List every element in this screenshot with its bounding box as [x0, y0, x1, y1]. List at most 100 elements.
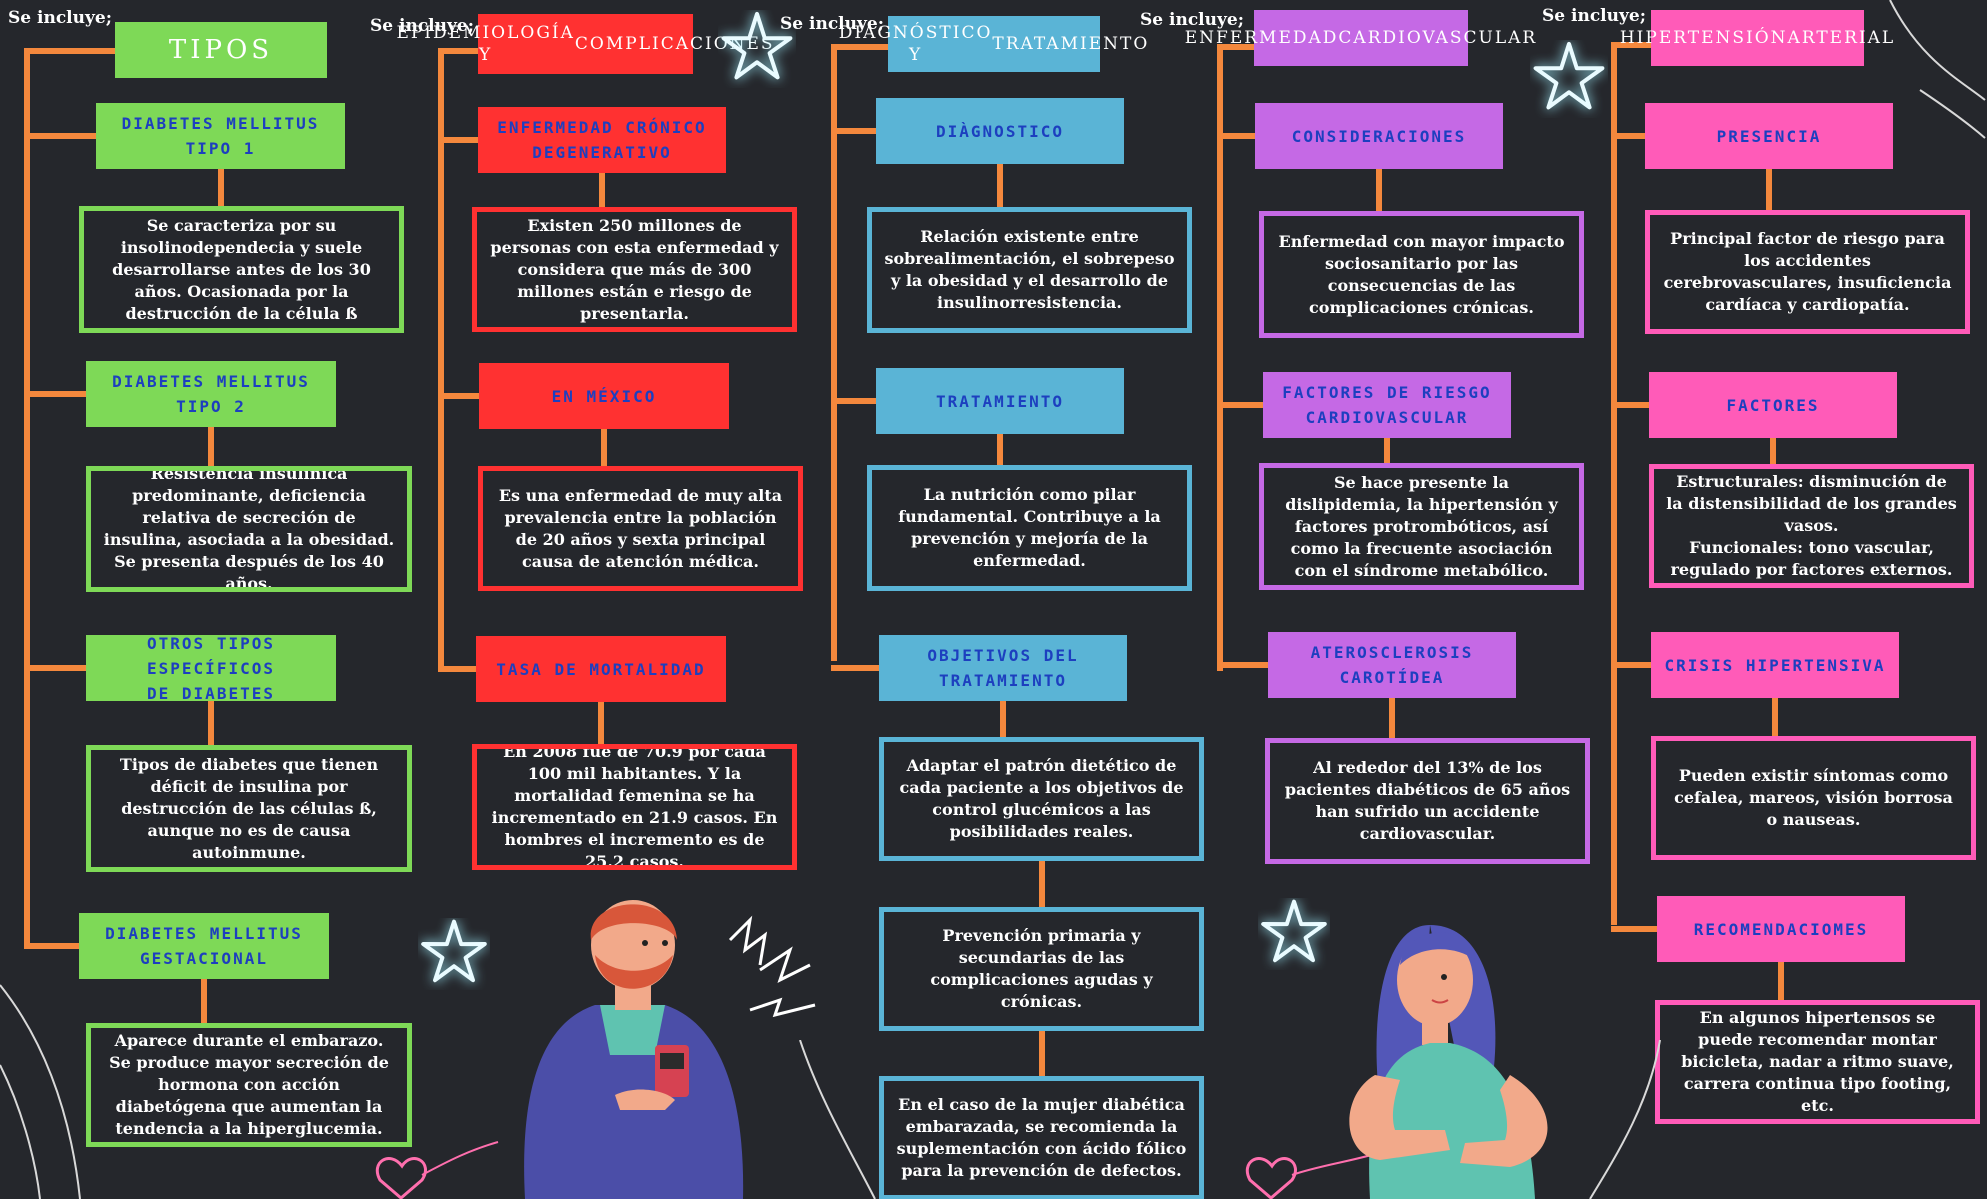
lightning-icon: [720, 910, 830, 1020]
connector-line: [1217, 44, 1254, 50]
swirl-line: [0, 975, 90, 1199]
header-line: EPIDEMIOLOGÍA Y: [396, 23, 575, 65]
include-label: Se incluye;: [780, 14, 884, 34]
subtopic-label: DIABETES MELLITUS TIPO 2: [86, 361, 336, 427]
connector-line: [601, 429, 607, 466]
subtopic-label: ENFERMEDAD CRÓNICO DEGENERATIVO: [478, 107, 726, 173]
description-box: Al rededor del 13% de los pacientes diab…: [1265, 738, 1590, 864]
subtopic-label: OBJETIVOS DEL TRATAMIENTO: [879, 635, 1127, 701]
description-box: Existen 250 millones de personas con est…: [472, 207, 797, 332]
connector-line: [997, 164, 1003, 207]
header-line: HIPERTENSIÓN: [1619, 28, 1788, 48]
header-line: ARTERIAL: [1787, 28, 1896, 48]
swirl-line: [1880, 0, 1987, 140]
description-box: Prevención primaria y secundarias de las…: [879, 907, 1204, 1031]
description-box: Tipos de diabetes que tienen déficit de …: [86, 745, 412, 872]
description-box: Resistencia insulínica predominante, def…: [86, 466, 412, 592]
subtopic-label: FACTORES DE RIESGO CARDIOVASCULAR: [1263, 372, 1511, 438]
connector-line: [1038, 1031, 1045, 1076]
description-box: En 2008 fue de 70.9 por cada 100 mil hab…: [472, 744, 797, 870]
header-line: TRATAMIENTO: [992, 34, 1150, 54]
star-icon: [418, 918, 490, 990]
connector-line: [1611, 133, 1645, 139]
connector-line: [1778, 962, 1784, 1000]
connector-line: [217, 169, 224, 206]
subtopic-label: DIABETES MELLITUS GESTACIONAL: [79, 913, 329, 979]
connector-line: [831, 398, 876, 404]
connector-line: [24, 133, 96, 139]
description-box: Pueden existir síntomas como cefalea, ma…: [1651, 736, 1976, 860]
connector-line: [1217, 662, 1268, 668]
include-label: Se incluye;: [1542, 6, 1646, 26]
subtopic-label: DIÀGNOSTICO: [876, 98, 1124, 164]
connector-line: [438, 137, 478, 143]
connector-line: [1217, 44, 1223, 671]
woman-illustration: [1320, 905, 1580, 1199]
connector-line: [24, 665, 86, 671]
description-box: Enfermedad con mayor impacto sociosanita…: [1259, 211, 1584, 338]
connector-line: [208, 427, 214, 466]
connector-line: [24, 48, 30, 945]
subtopic-label: ATEROSCLEROSIS CAROTÍDEA: [1268, 632, 1516, 698]
subtopic-label: TRATAMIENTO: [876, 368, 1124, 434]
column-header: TIPOS: [115, 22, 327, 78]
star-icon: [1530, 40, 1608, 118]
description-box: Aparece durante el embarazo. Se produce …: [86, 1023, 412, 1147]
header-line: CARDIOVASCULAR: [1338, 28, 1538, 48]
connector-line: [438, 48, 478, 54]
description-box: En el caso de la mujer diabética embaraz…: [879, 1076, 1204, 1199]
connector-line: [208, 701, 214, 745]
connector-line: [831, 665, 879, 671]
description-box: Adaptar el patrón dietético de cada paci…: [879, 737, 1204, 861]
connector-line: [1217, 133, 1255, 139]
connector-line: [831, 128, 876, 134]
subtopic-label: PRESENCIA: [1645, 103, 1893, 169]
subtopic-label: RECOMENDACIOMES: [1657, 896, 1905, 962]
star-icon: [1258, 898, 1330, 970]
connector-line: [599, 173, 605, 207]
description-box: Estructurales: disminución de la distens…: [1649, 464, 1974, 588]
star-icon: [718, 10, 796, 88]
include-label: Se incluye;: [370, 16, 474, 36]
connector-line: [24, 48, 115, 54]
connector-line: [831, 44, 837, 661]
header-line: TIPOS: [168, 35, 274, 65]
header-line: DIAGNÓSTICO Y: [838, 23, 993, 65]
description-box: Es una enfermedad de muy alta prevalenci…: [478, 466, 803, 591]
subtopic-label: EN MÉXICO: [479, 363, 729, 429]
connector-line: [1770, 438, 1776, 464]
description-box: Se caracteriza por su insolinodependecia…: [79, 206, 404, 333]
connector-line: [1611, 662, 1651, 668]
connector-line: [1611, 42, 1651, 48]
subtopic-label: DIABETES MELLITUS TIPO 1: [96, 103, 345, 169]
heart-swirl-icon: [360, 1120, 500, 1199]
subtopic-label: OTROS TIPOS ESPECÍFICOS DE DIABETES: [86, 634, 336, 703]
connector-line: [1217, 402, 1263, 408]
connector-line: [1611, 926, 1657, 932]
connector-line: [1611, 42, 1617, 925]
connector-line: [24, 391, 86, 397]
connector-line: [831, 44, 888, 50]
description-box: En algunos hipertensos se puede recomend…: [1655, 1000, 1980, 1124]
connector-line: [1611, 402, 1649, 408]
connector-line: [1389, 698, 1395, 738]
include-label: Se incluye;: [1140, 10, 1244, 30]
connector-line: [201, 979, 207, 1023]
connector-line: [1766, 169, 1772, 210]
connector-line: [598, 702, 604, 744]
description-box: Principal factor de riesgo para los acci…: [1645, 210, 1970, 334]
subtopic-label: CRISIS HIPERTENSIVA: [1651, 632, 1899, 698]
description-box: Se hace presente la dislipidemia, la hip…: [1259, 463, 1584, 590]
man-illustration: [505, 885, 750, 1199]
connector-line: [1772, 698, 1778, 736]
connector-line: [997, 434, 1003, 465]
swirl-line: [1580, 1039, 1670, 1199]
header-line: ENFERMEDAD: [1184, 28, 1339, 48]
description-box: La nutrición como pilar fundamental. Con…: [867, 465, 1192, 591]
description-box: Relación existente entre sobrealimentaci…: [867, 207, 1192, 333]
